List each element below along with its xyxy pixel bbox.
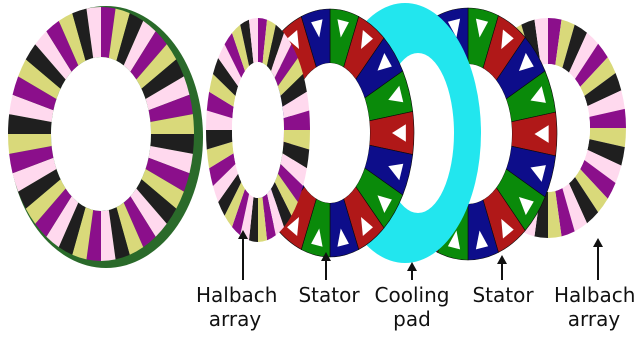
- halbach-left-bore: [232, 62, 284, 198]
- assembled-motor: [8, 6, 203, 268]
- arrow-halbach-right: [593, 238, 603, 280]
- halbach-array-left-ring: [206, 18, 310, 242]
- label-stator-right: Stator: [468, 283, 538, 307]
- assembled-motor-bore: [51, 57, 151, 211]
- label-stator-left: Stator: [294, 283, 364, 307]
- arrow-up-icon: [593, 238, 603, 247]
- arrow-up-icon: [407, 262, 417, 271]
- arrow-stator-right: [497, 255, 507, 280]
- arrow-up-icon: [497, 255, 507, 264]
- arrow-halbach-left: [238, 230, 248, 280]
- arrow-cooling-pad: [407, 262, 417, 280]
- label-cooling-pad: Coolingpad: [372, 283, 452, 331]
